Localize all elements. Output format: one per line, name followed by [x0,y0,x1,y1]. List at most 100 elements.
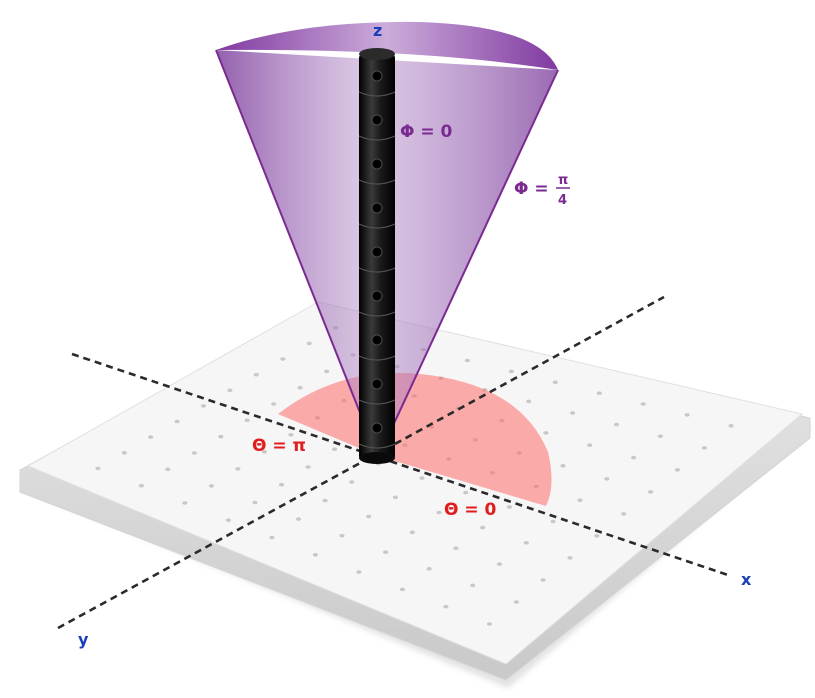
rod-segment-ring [358,311,396,317]
board-hole [182,501,188,505]
rod-hole [371,158,383,170]
board-hole [409,530,415,535]
board-hole [684,413,690,417]
rod-segment-ring [358,179,396,185]
board-hole [297,385,303,390]
cone-edge-right [377,69,559,459]
rod-hole [371,70,383,82]
board-hole [356,570,362,574]
board-hole [305,465,311,469]
board-hole [165,467,171,472]
rod-hole [371,114,383,126]
board-hole [463,490,469,495]
board-hole [235,467,241,471]
board-hole [349,480,355,484]
board-hole [208,484,214,488]
board-hole [596,391,602,396]
board-hole [506,505,512,509]
board-hole [594,534,600,538]
board-hole [306,341,312,346]
phi-quarter-numerator: π [558,173,568,188]
board-hole [278,482,285,487]
phi-zero-label: Φ = 0 [400,122,453,142]
board-hole [513,600,519,604]
phi-quarter-prefix: Φ = [514,179,549,199]
board-hole [225,518,231,522]
board-hole [280,357,286,361]
board-hole [227,388,233,393]
board-hole [508,369,514,374]
board-hole [366,514,372,519]
board-hole [443,604,449,609]
board-hole [613,422,620,427]
board-hole [191,451,197,455]
pegboard [19,301,812,688]
board-hole [271,402,277,406]
board-hole [496,562,503,566]
phi-quarter-denominator: 4 [558,193,567,208]
board-hole [295,517,302,521]
theta-zero-label: Θ = 0 [444,500,497,520]
board-hole [567,556,573,560]
rod-segments [358,70,396,449]
board-holes [95,326,734,626]
board-hole [339,533,345,538]
theta-half-disc [278,372,552,506]
board-hole [121,451,127,455]
axes [57,295,729,630]
board-hole [436,510,442,515]
board-hole [322,498,328,503]
board-hole [640,402,646,406]
rod-hole [371,422,383,434]
rod-segment-ring [358,399,396,405]
board-hole [543,431,549,435]
board-hole [174,419,180,424]
board-hole [701,446,707,450]
board-hole [269,535,275,540]
rod-hole [371,378,383,390]
board-top [26,301,804,665]
board-hole [312,553,318,557]
board-hole [426,567,432,571]
board-hole [200,404,207,408]
rod-hole [371,246,383,258]
board-hole [523,541,529,545]
board-hole [261,450,267,454]
rod-hole [371,290,383,302]
board-hole [138,483,144,488]
board-hole [604,477,610,481]
board-hole [324,369,330,374]
rod-hole [371,334,383,346]
rod-segment-ring [358,267,396,273]
board-hole [526,399,532,404]
board-hole [728,424,734,428]
board-hole [621,512,627,516]
board-hole [399,587,405,592]
board-hole [587,443,593,448]
board-hole [453,546,459,550]
board-hole [95,466,101,471]
board-hole [648,490,654,494]
board-hole [218,434,224,439]
board-hole [244,418,250,423]
board-hole [148,435,154,439]
board-hole [392,495,398,500]
cone-cap [216,21,558,70]
x-axis-line [71,352,729,577]
board-hole [631,455,637,460]
rod-hole [371,202,383,214]
peg-rod-icon [358,48,396,464]
board-hole [657,434,664,439]
board-hole [464,358,470,363]
rod-segment-ring [358,91,396,97]
board-hole [577,498,583,503]
rod-segment-ring [358,443,396,449]
board-hole [552,380,558,385]
y-axis-label: y [78,630,89,649]
board-hole [560,464,566,468]
board-hole [470,583,476,588]
x-axis-label: x [741,570,752,589]
board-hole [486,622,492,626]
phi-quarter-label: Φ = π 4 [514,173,570,208]
